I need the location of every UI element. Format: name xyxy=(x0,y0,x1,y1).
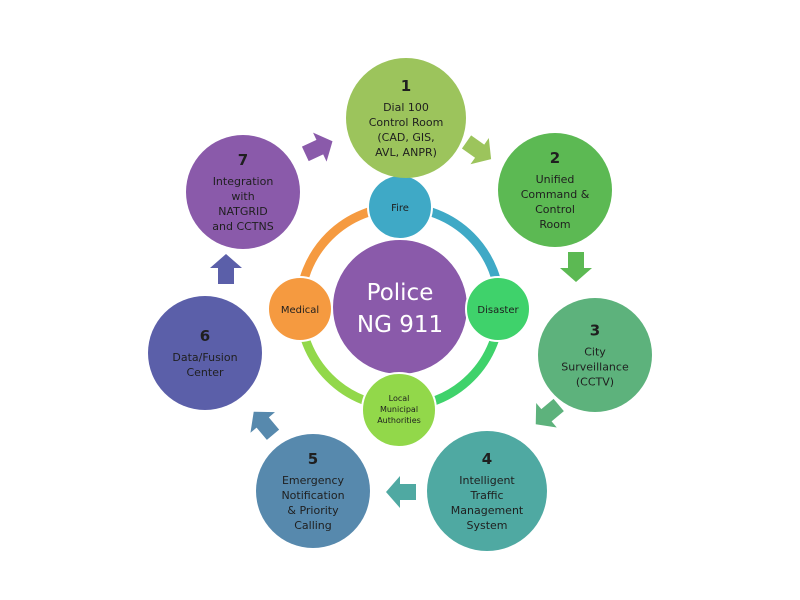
step-number: 2 xyxy=(550,149,560,167)
step-label-line: NATGRID xyxy=(218,205,268,218)
step-label-line: Data/Fusion xyxy=(172,351,237,364)
step-label-line: Emergency xyxy=(282,474,345,487)
agency-local-line3: Authorities xyxy=(377,416,421,425)
arrow-icon xyxy=(386,476,416,508)
police-center: Police NG 911 xyxy=(331,238,469,376)
step-number: 7 xyxy=(238,151,248,169)
step-label-line: & Priority xyxy=(287,504,339,517)
step-label-line: Management xyxy=(451,504,524,517)
agency-fire-label: Fire xyxy=(391,203,409,214)
cycle-arrows xyxy=(210,132,592,508)
step-number: 4 xyxy=(482,450,492,468)
arrow-icon xyxy=(210,254,242,284)
step-label-line: with xyxy=(231,190,254,203)
step-label-line: Unified xyxy=(536,173,575,186)
step-label-line: Control Room xyxy=(369,116,444,129)
step-label-line: Calling xyxy=(294,519,332,532)
step-label-line: Traffic xyxy=(469,489,503,502)
arrow-icon xyxy=(461,135,492,165)
step-label-line: Notification xyxy=(281,489,344,502)
step-label-line: System xyxy=(466,519,507,532)
step-label-line: Dial 100 xyxy=(383,101,429,114)
step-label-line: Room xyxy=(539,218,570,231)
agency-local-line2: Municipal xyxy=(380,405,418,414)
arrow-icon xyxy=(250,411,280,440)
step-label-line: AVL, ANPR) xyxy=(375,146,437,159)
step-label-line: Integration xyxy=(213,175,274,188)
arrow-icon xyxy=(560,252,592,282)
step-circle xyxy=(427,431,547,551)
step-number: 5 xyxy=(308,450,318,468)
step-label-line: (CAD, GIS, xyxy=(377,131,434,144)
step-label-line: Command & xyxy=(521,188,590,201)
step-label-line: Surveillance xyxy=(561,361,629,374)
agency-local-municipal: Local Municipal Authorities xyxy=(361,372,437,448)
agency-medical-label: Medical xyxy=(281,305,319,316)
step-circle xyxy=(538,298,652,412)
step-circle xyxy=(186,135,300,249)
agency-disaster: Disaster xyxy=(465,276,531,342)
step-number: 1 xyxy=(401,77,411,95)
step-label-line: (CCTV) xyxy=(576,376,614,389)
step-circle xyxy=(148,296,262,410)
step-number: 6 xyxy=(200,327,210,345)
agency-medical: Medical xyxy=(267,276,333,342)
step-label-line: Control xyxy=(535,203,575,216)
arrow-icon xyxy=(301,132,333,162)
step-circle xyxy=(346,58,466,178)
arrow-icon xyxy=(535,398,564,428)
agency-fire: Fire xyxy=(367,174,433,240)
step-label-line: Intelligent xyxy=(459,474,515,487)
step-number: 3 xyxy=(590,322,600,340)
step-label-line: and CCTNS xyxy=(212,220,274,233)
agency-disaster-label: Disaster xyxy=(477,305,519,316)
step-circle xyxy=(256,434,370,548)
agency-local-line1: Local xyxy=(389,394,410,403)
step-label-line: City xyxy=(584,346,606,359)
police-title-line2: NG 911 xyxy=(357,312,443,338)
step-circle xyxy=(498,133,612,247)
step-label-line: Center xyxy=(186,366,224,379)
police-title-line1: Police xyxy=(367,280,434,306)
